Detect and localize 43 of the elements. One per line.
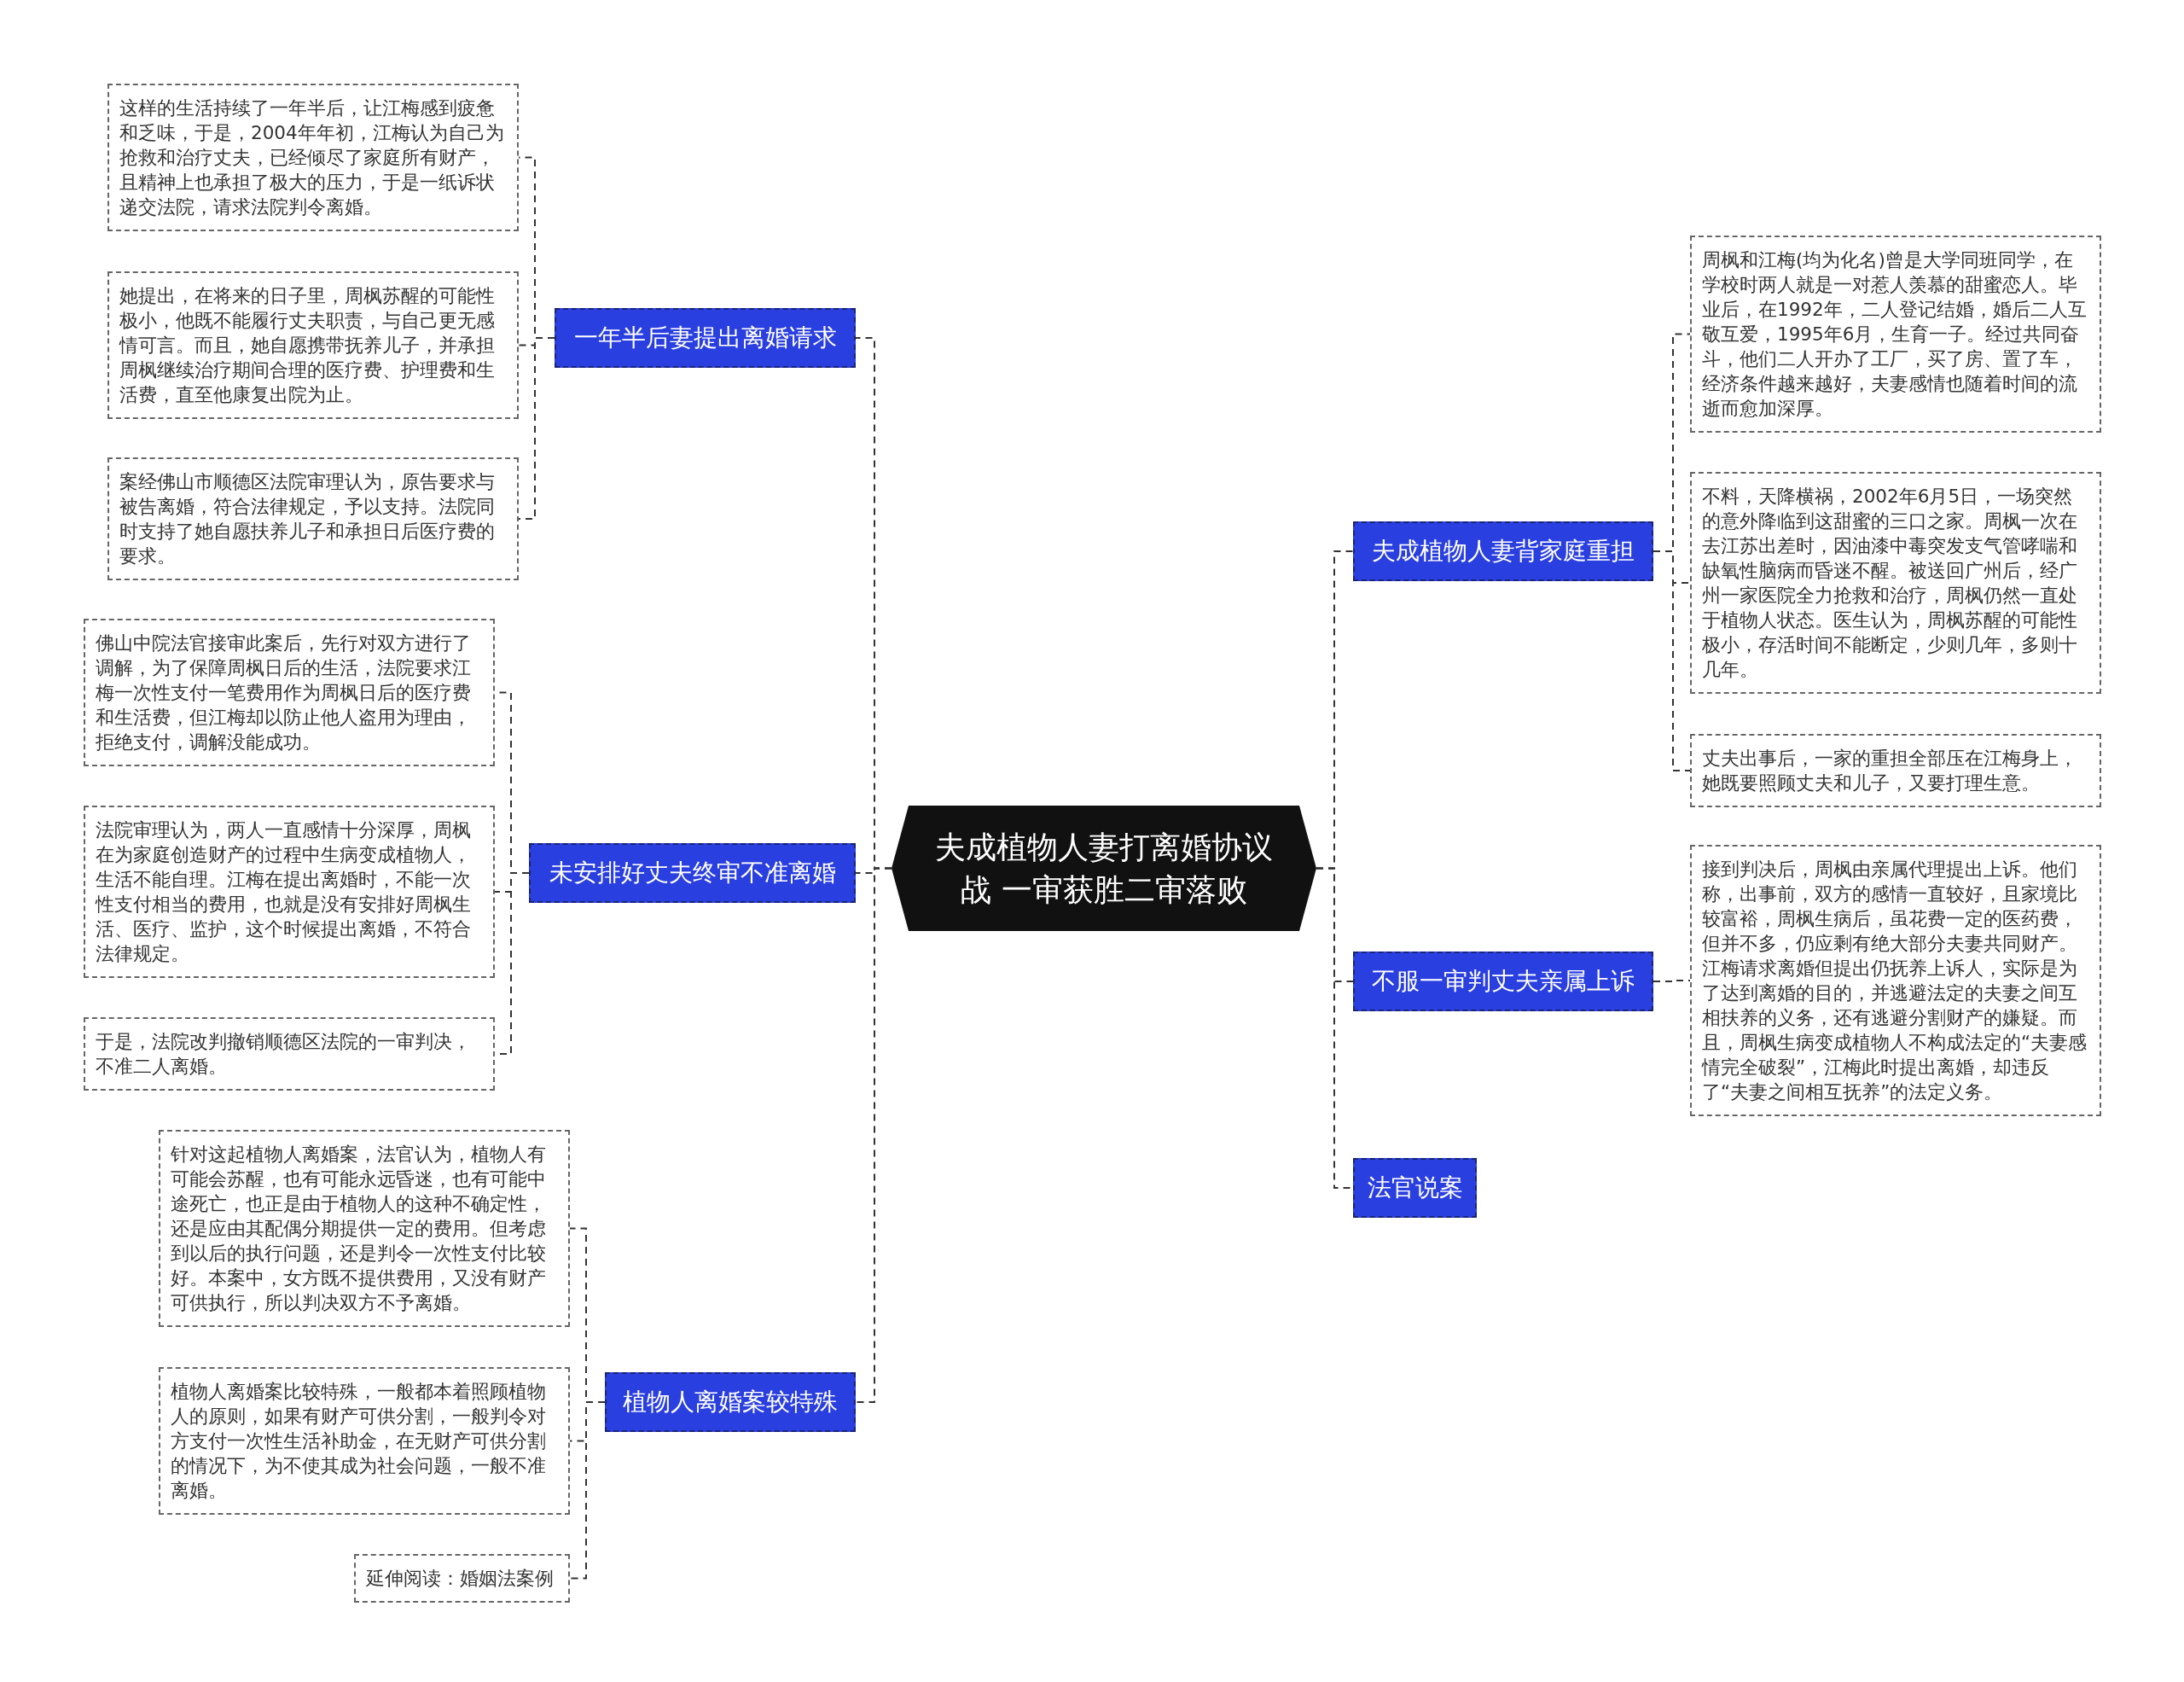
note-text: 她提出，在将来的日子里，周枫苏醒的可能性极小，他既不能履行丈夫职责，与自己更无感情可言。而且，她自愿携带抚养儿子，并承担周枫继续治疗期间合理的医疗费、护理费和生活费，直至他康复出院为止。 [119, 284, 496, 407]
branch-label: 一年半后妻提出离婚请求 [572, 323, 838, 353]
note-text: 案经佛山市顺德区法院审理认为，原告要求与被告离婚，符合法律规定，予以支持。法院同时支持了她自愿扶养儿子和承担日后医疗费的要求。 [119, 470, 496, 568]
branch-box [605, 1372, 856, 1432]
note-box [159, 1130, 570, 1327]
branch-label: 夫成植物人妻背家庭重担 [1371, 536, 1635, 567]
note-text: 佛山中院法官接审此案后，先行对双方进行了调解，为了保障周枫日后的生活，法院要求江梅一次性支付一笔费用作为周枫日后的医疗费和生活费，但江梅却以防止他人盗用为理由，拒绝支付，调解没能成功。 [96, 631, 472, 754]
note-box [354, 1554, 570, 1603]
note-text: 延伸阅读：婚姻法案例 [366, 1567, 555, 1591]
branch-box [555, 308, 856, 368]
note-box [84, 806, 495, 978]
note-text: 植物人离婚案比较特殊，一般都本着照顾植物人的原则，如果有财产可供分割，一般判令对方支付一次性生活补助金，在无财产可供分割的情况下，为不使其成为社会问题，一般不准离婚。 [171, 1380, 547, 1503]
note-text: 不料，天降横祸，2002年6月5日，一场突然的意外降临到这甜蜜的三口之家。周枫一次在去江苏出差时，因油漆中毒突发支气管哮喘和缺氧性脑病而昏迷不醒。被送回广州后，经广州一家医院全力抢救和治疗，周枫仍然一直处于植物人状态。医生认为，周枫苏醒的可能性极小，存活时间不能断定，少则几年，多则十几年。 [1702, 485, 2078, 682]
connector-line [1653, 550, 1691, 771]
note-text: 接到判决后，周枫由亲属代理提出上诉。他们称，出事前，双方的感情一直较好，且家境比较富裕，周枫生病后，虽花费一定的医药费，但并不多，仍应剩有绝大部分夫妻共同财产。江梅请求离婚但提出仍抚养上诉人，实际是为了达到离婚的目的，并逃避法定的夫妻之间互相扶养的义务，还有逃避分割财产的嫌疑。而且，周枫生病变成植物人不构成法定的“夫妻感情完全破裂”，江梅此时提出离婚，却违反了“夫妻之间相互抚养”的法定义务。 [1702, 858, 2088, 1104]
note-text: 丈夫出事后，一家的重担全部压在江梅身上，她既要照顾丈夫和儿子，又要打理生意。 [1702, 747, 2078, 795]
note-box [107, 84, 519, 231]
connector-line [855, 867, 892, 1403]
note-text: 这样的生活持续了一年半后，让江梅感到疲惫和乏味，于是，2004年年初，江梅认为自己为抢救和治疗丈夫，已经倾尽了家庭所有财产，且精神上也承担了极大的压力，于是一纸诉状递交法院，请求法院判令离婚。 [119, 96, 505, 219]
note-box [1690, 734, 2101, 807]
branch-box [529, 843, 856, 903]
branch-box [1353, 952, 1653, 1011]
note-box [1690, 236, 2101, 433]
branch-label: 未安排好丈夫终审不准离婚 [548, 858, 837, 888]
note-box [159, 1367, 570, 1515]
note-text: 周枫和江梅(均为化名)曾是大学同班同学，在学校时两人就是一对惹人羡慕的甜蜜恋人。毕业后，在1992年，二人登记结婚，婚后二人互敬互爱，1995年6月，生育一子。经过共同奋斗，他们二人开办了工厂，买了房、置了车，经济条件越来越好，夫妻感情也随着时间的流逝而愈加深厚。 [1702, 248, 2088, 421]
note-box [1690, 472, 2101, 694]
branch-label: 植物人离婚案较特殊 [622, 1387, 839, 1417]
connector-line [569, 1401, 606, 1580]
branch-label: 法官说案 [1366, 1173, 1464, 1203]
topic-title: 夫成植物人妻打离婚协议战 一审获胜二审落败 [934, 828, 1274, 909]
branch-label: 不服一审判丈夫亲属上诉 [1371, 966, 1635, 997]
note-text: 于是，法院改判撤销顺德区法院的一审判决，不准二人离婚。 [96, 1030, 472, 1079]
note-box [84, 1017, 495, 1091]
note-box [107, 271, 519, 419]
note-text: 法院审理认为，两人一直感情十分深厚，周枫在为家庭创造财产的过程中生病变成植物人，生活不能自理。江梅在提出离婚时，不能一次性支付相当的费用，也就是没有安排好周枫生活、医疗、监护，这个时候提出离婚，不符合法律规定。 [96, 818, 472, 966]
branch-box [1353, 521, 1653, 581]
note-box [107, 457, 519, 580]
note-box [84, 619, 495, 766]
connector-line [1653, 980, 1691, 982]
note-text: 针对这起植物人离婚案，法官认为，植物人有可能会苏醒，也有可能永远昏迷，也有可能中途死亡，也正是由于植物人的这种不确定性，还是应由其配偶分期提供一定的费用。但考虑到以后的执行问题，还是判令一次性支付比较好。本案中，女方既不提供费用，又没有财产可供执行，所以判决双方不予离婚。 [171, 1143, 547, 1315]
connector-line [518, 337, 555, 520]
branch-box [1353, 1158, 1477, 1218]
